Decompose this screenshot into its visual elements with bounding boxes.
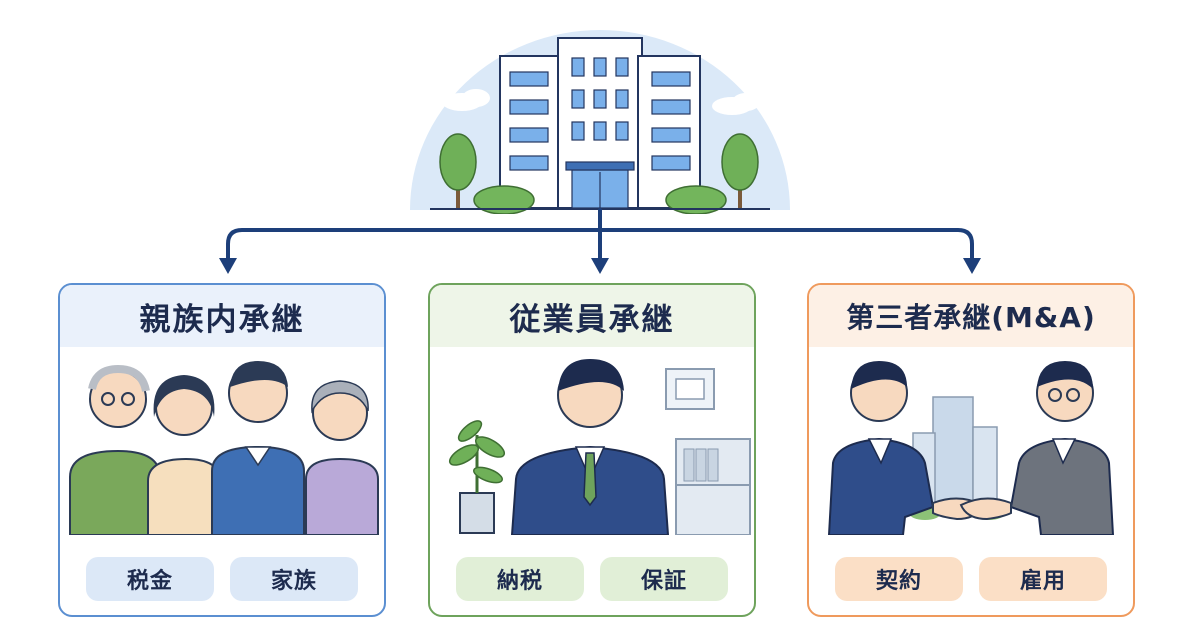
third-party-succession-title: 第三者承継(M&A) bbox=[809, 285, 1133, 347]
tag-tax: 税金 bbox=[86, 557, 214, 601]
employee-succession-tags: 納税 保証 bbox=[430, 557, 754, 601]
third-party-succession-tags: 契約 雇用 bbox=[809, 557, 1133, 601]
family-succession-title: 親族内承継 bbox=[60, 285, 384, 347]
family-succession-panel: 親族内承継 税金 家族 bbox=[58, 283, 386, 617]
employee-succession-title: 従業員承継 bbox=[430, 285, 754, 347]
employee-succession-panel: 従業員承継 納税 保証 bbox=[428, 283, 756, 617]
family-succession-tags: 税金 家族 bbox=[60, 557, 384, 601]
third-party-succession-panel: 第三者承継(M&A) 契約 雇用 bbox=[807, 283, 1135, 617]
arrow-head-center bbox=[591, 258, 609, 274]
company-building-icon bbox=[410, 30, 790, 214]
handshake-deal-icon bbox=[827, 361, 1115, 535]
tag-tax-payment: 納税 bbox=[456, 557, 584, 601]
tag-guarantee: 保証 bbox=[600, 557, 728, 601]
family-group-icon bbox=[69, 361, 379, 535]
arrow-head-left bbox=[219, 258, 237, 274]
tag-employment: 雇用 bbox=[979, 557, 1107, 601]
tag-contract: 契約 bbox=[835, 557, 963, 601]
branch-arrows bbox=[219, 208, 981, 274]
employee-office-icon bbox=[448, 359, 751, 535]
tag-family: 家族 bbox=[230, 557, 358, 601]
arrow-head-right bbox=[963, 258, 981, 274]
